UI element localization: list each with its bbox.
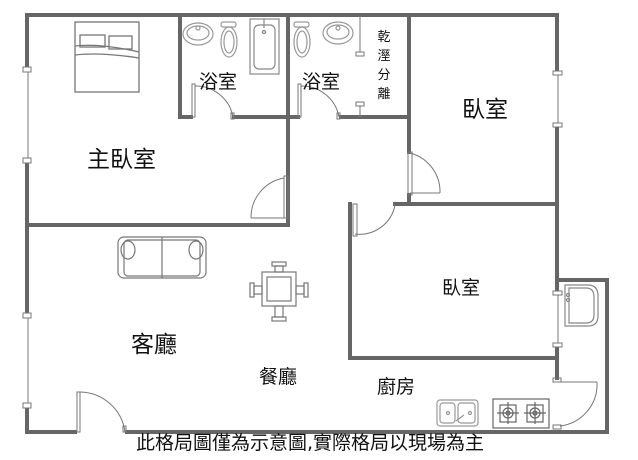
sink-icon bbox=[322, 21, 354, 45]
room-label-bathroom-2: 浴室 bbox=[302, 71, 341, 93]
room-label-dry-wet-separation: 乾溼分離 bbox=[377, 30, 391, 102]
washing-machine-icon bbox=[564, 284, 599, 327]
room-label-bedroom-1: 臥室 bbox=[462, 97, 508, 123]
kitchen-sink-icon bbox=[436, 399, 479, 427]
bed-icon bbox=[74, 21, 140, 93]
room-label-bathroom-1: 浴室 bbox=[199, 71, 238, 93]
toilet-icon bbox=[220, 21, 238, 58]
gas-stove-icon bbox=[492, 398, 550, 429]
sofa-icon bbox=[117, 236, 207, 279]
bathtub-icon bbox=[249, 18, 280, 75]
room-label-master-bedroom: 主臥室 bbox=[87, 147, 156, 173]
doors bbox=[76, 83, 598, 433]
dining-table-icon bbox=[249, 261, 309, 322]
sink-icon bbox=[182, 22, 214, 46]
room-label-dining-room: 餐廳 bbox=[259, 366, 298, 388]
room-label-kitchen: 廚房 bbox=[377, 376, 416, 398]
room-label-bedroom-2: 臥室 bbox=[442, 277, 481, 299]
toilet-icon bbox=[293, 21, 311, 58]
disclaimer-text: 此格局圖僅為示意圖,實際格局以現場為主 bbox=[136, 432, 485, 454]
windows bbox=[22, 15, 563, 409]
room-label-living-room: 客廳 bbox=[131, 332, 177, 358]
